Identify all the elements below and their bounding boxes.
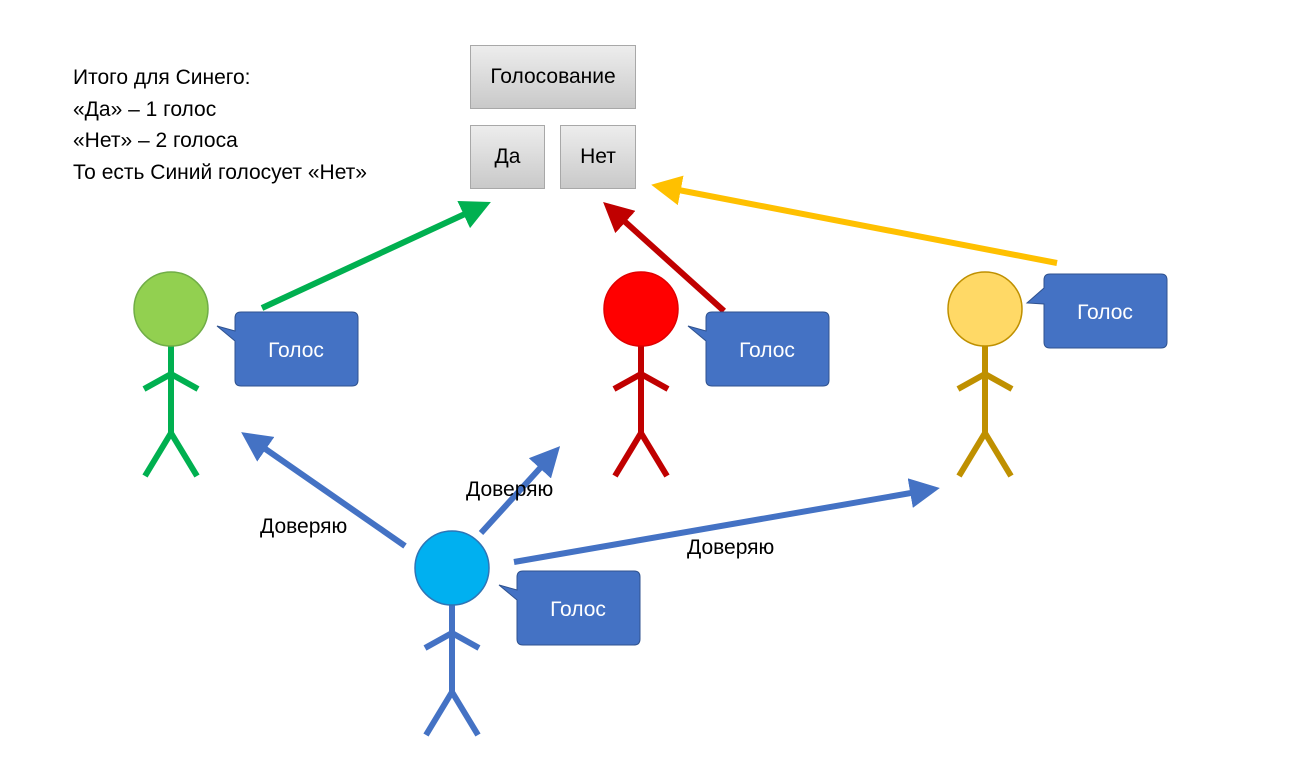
summary-block: Итого для Синего: «Да» – 1 голос «Нет» –…	[73, 62, 367, 188]
summary-yes-count: «Да» – 1 голос	[73, 97, 217, 121]
yellow-person-head	[947, 271, 1023, 347]
trust-label-red: Доверяю	[466, 478, 554, 501]
red-bubble-label: Голос	[739, 339, 795, 362]
trust-arrow-green	[241, 432, 407, 549]
yellow-speech-bubble: Голос	[1025, 273, 1168, 349]
green-bubble-label: Голос	[268, 339, 324, 362]
summary-no-count: «Нет» – 2 голоса	[73, 129, 238, 152]
vote-yes-box[interactable]: Да	[470, 125, 545, 189]
yellow-person	[947, 271, 1023, 478]
red-speech-bubble: Голос	[687, 311, 830, 387]
summary-title: Итого для Синего:	[73, 66, 251, 89]
green-speech-bubble: Голос	[216, 311, 359, 387]
green-vote-arrow	[260, 200, 491, 311]
red-vote-arrow	[603, 201, 727, 314]
yellow-vote-arrow	[651, 175, 1058, 266]
trust-arrow-red	[478, 446, 561, 536]
green-person-head	[133, 271, 209, 347]
voting-title-box: Голосование	[470, 45, 636, 109]
vote-no-box[interactable]: Нет	[560, 125, 636, 189]
blue-bubble-label: Голос	[550, 598, 606, 621]
yellow-bubble-label: Голос	[1077, 301, 1133, 324]
red-person	[603, 271, 679, 478]
blue-person-head	[414, 530, 490, 606]
blue-person	[414, 530, 490, 737]
trust-label-yellow: Доверяю	[687, 536, 775, 559]
green-person	[133, 271, 209, 478]
summary-conclusion: То есть Синий голосует «Нет»	[73, 160, 367, 184]
red-person-head	[603, 271, 679, 347]
blue-speech-bubble: Голос	[498, 570, 641, 646]
trust-label-green: Доверяю	[260, 515, 348, 538]
trust-arrow-yellow	[513, 478, 940, 565]
